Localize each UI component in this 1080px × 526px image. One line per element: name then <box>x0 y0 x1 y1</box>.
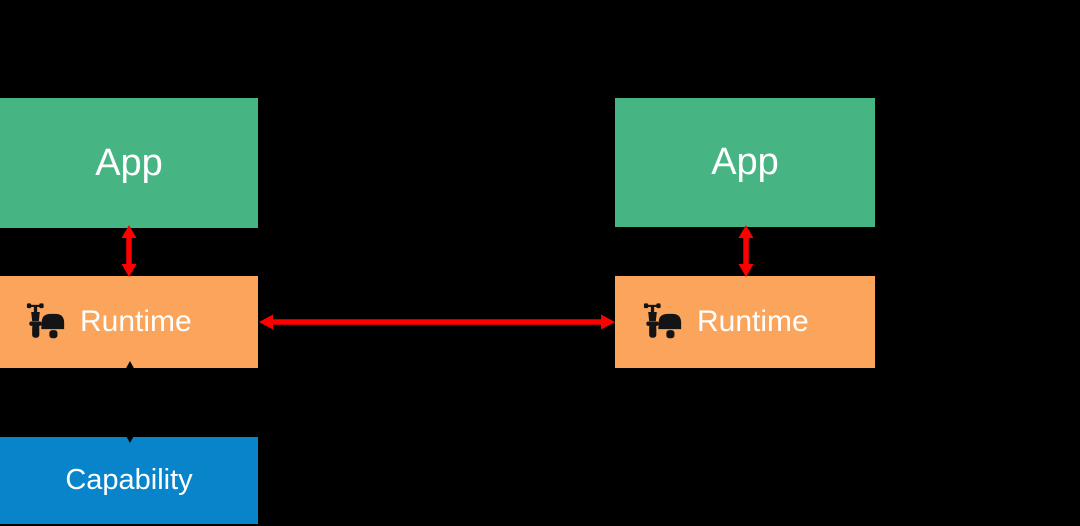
node-app-right-label: App <box>711 141 779 183</box>
node-app-right: App <box>615 98 875 227</box>
motorcycle-sidecar-icon <box>25 302 67 342</box>
arrow-app-runtime-left <box>121 225 137 277</box>
arrow-runtime-runtime <box>259 314 615 330</box>
node-capability: Capability <box>0 437 258 524</box>
motorcycle-sidecar-icon <box>642 302 684 342</box>
node-runtime-left-label: Runtime <box>80 305 192 338</box>
arrow-app-runtime-right <box>738 225 754 277</box>
node-capability-label: Capability <box>65 464 193 496</box>
node-runtime-right: Runtime <box>615 276 875 368</box>
node-runtime-right-label: Runtime <box>697 305 809 338</box>
node-app-left-label: App <box>95 141 163 184</box>
arrow-runtime-capability <box>124 361 136 443</box>
node-runtime-left: Runtime <box>0 276 258 368</box>
node-app-left: App <box>0 98 258 228</box>
